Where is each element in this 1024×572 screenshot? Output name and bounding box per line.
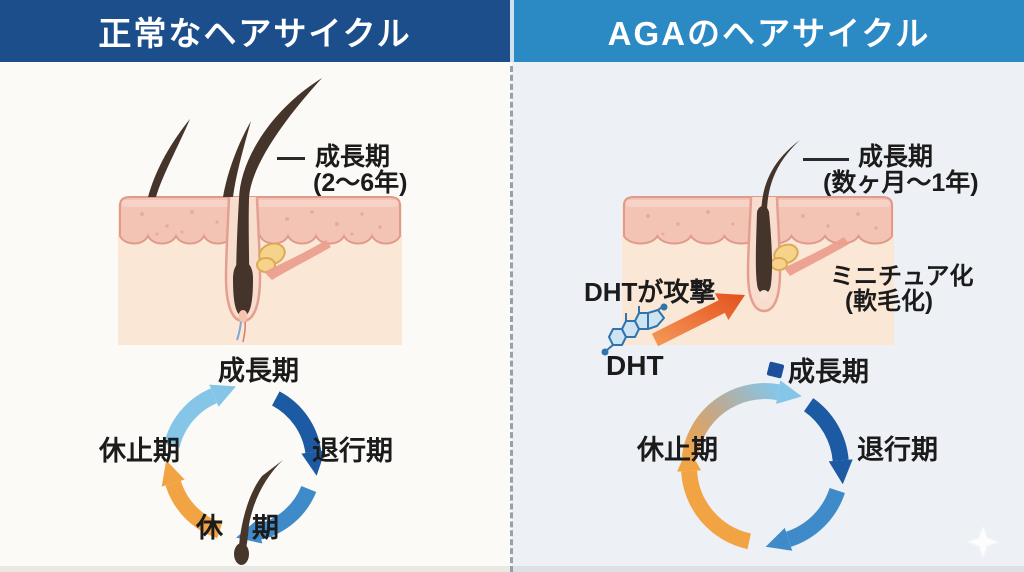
aga-arrow-catagen-down <box>765 487 845 551</box>
bottom-edge-shade <box>0 566 1024 572</box>
header-divider <box>510 0 514 62</box>
cycle-telogen-label: 休止期 <box>99 436 180 466</box>
shed-hair-icon <box>234 460 283 565</box>
aga-arrow-long-telogen <box>677 447 752 550</box>
miniaturization-label: ミニチュア化 <box>830 263 974 290</box>
arrow-rest-to-growth <box>164 384 236 448</box>
shortened-growth-segment <box>766 361 785 379</box>
cycle-growth-label: 成長期 <box>218 356 299 386</box>
dht-attack-label: DHTが攻撃 <box>584 277 716 307</box>
normal-skin-illustration-icon <box>118 78 402 345</box>
aga-growth-phase-label: 成長期 <box>858 143 934 171</box>
arrow-catagen-to-telogen <box>236 485 317 544</box>
growth-phase-leader-line <box>277 157 305 160</box>
aga-growth-phase-leader-line <box>803 158 849 161</box>
aga-arrow-growth-to-catagen <box>803 398 853 485</box>
aga-arrow-telogen-to-growth <box>681 380 802 459</box>
growth-phase-label: 成長期 <box>315 143 391 171</box>
cycle-bottom-label-suffix: 期 <box>252 513 279 543</box>
aga-cycle-title: AGAのヘアサイクル <box>607 15 931 52</box>
cycle-bottom-label-prefix: 休 <box>196 513 223 543</box>
aga-skin-illustration-icon <box>622 140 894 345</box>
dht-molecule-icon <box>601 303 668 356</box>
aga-cycle-telogen-label: 休止期 <box>637 435 718 465</box>
growth-phase-duration: (2〜6年) <box>313 169 408 197</box>
aga-cycle-catagen-label: 退行期 <box>857 435 938 465</box>
aga-cycle-header: AGAのヘアサイクル <box>514 0 1024 62</box>
cycle-catagen-label: 退行期 <box>312 436 393 466</box>
panel-divider <box>510 66 513 572</box>
aga-growth-phase-duration: (数ヶ月〜1年) <box>823 169 979 197</box>
miniaturization-sub-label: (軟毛化) <box>845 288 933 315</box>
aga-cycle-diagram <box>677 361 853 551</box>
dht-attack-arrow-icon <box>651 293 745 347</box>
arrow-growth-to-catagen <box>271 391 326 476</box>
aga-cycle-growth-label: 成長期 <box>788 357 869 387</box>
normal-cycle-diagram <box>161 384 326 565</box>
dht-molecule-label: DHT <box>606 350 664 381</box>
sparkle-icon <box>967 526 999 558</box>
normal-cycle-title: 正常なヘアサイクル <box>98 15 412 52</box>
normal-cycle-header: 正常なヘアサイクル <box>0 0 510 62</box>
arrow-telogen-to-rest <box>161 460 223 539</box>
